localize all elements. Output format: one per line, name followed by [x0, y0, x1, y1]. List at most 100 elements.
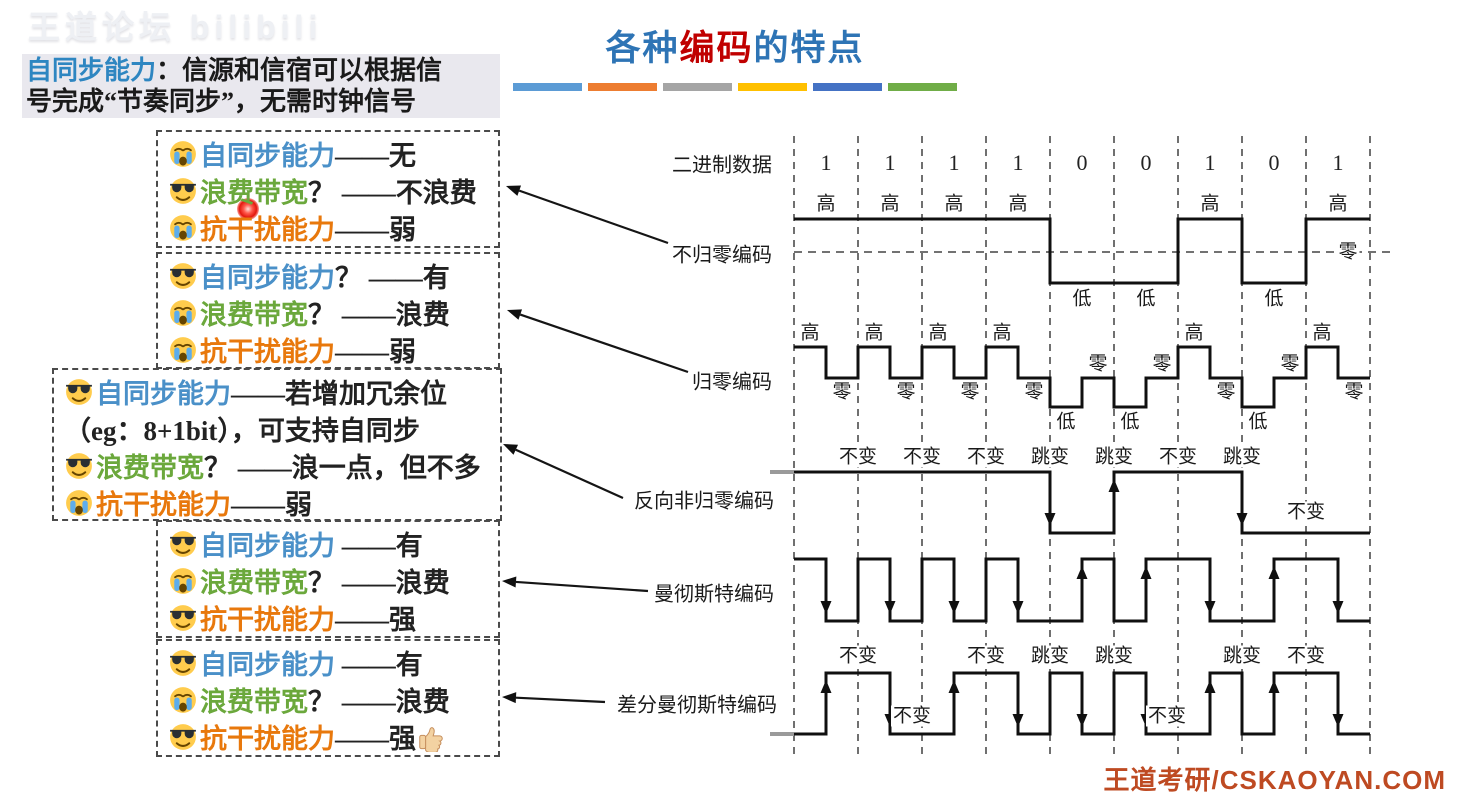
- accent-bar: [888, 83, 957, 91]
- cry-emoji-icon: [64, 488, 94, 518]
- connector-arrowhead-icon: [502, 692, 517, 704]
- accent-bar: [513, 83, 582, 91]
- note-text: ——强: [335, 724, 416, 754]
- note-text: 浪费带宽: [200, 300, 308, 330]
- definition-term: 自同步能力: [26, 56, 157, 85]
- note-line: 抗干扰能力——弱: [168, 209, 498, 246]
- note-text: ——有: [335, 531, 423, 561]
- note-text: （eg：8+1bit），可支持自同步: [64, 416, 420, 446]
- note-line: 浪费带宽？ ——浪费: [168, 681, 498, 718]
- connector-arrowhead-icon: [502, 576, 517, 588]
- note-text: 浪费带宽: [96, 453, 204, 483]
- down-transition-arrow-icon: [1012, 601, 1024, 614]
- cool-emoji-icon: [64, 377, 94, 407]
- cool-emoji-icon: [168, 529, 198, 559]
- title-part3: 的特点: [753, 29, 865, 68]
- note-text: ——强: [335, 605, 416, 635]
- note-line: 抗干扰能力——强: [168, 599, 498, 636]
- note-text: 抗干扰能力: [96, 490, 231, 520]
- down-transition-arrow-icon: [1236, 513, 1248, 526]
- note-line: 自同步能力——无: [168, 135, 498, 172]
- cry-emoji-icon: [168, 566, 198, 596]
- connector-arrow: [519, 313, 689, 374]
- cry-emoji-icon: [168, 139, 198, 169]
- note-text: 抗干扰能力: [200, 605, 335, 635]
- down-transition-arrow-icon: [1332, 601, 1344, 614]
- title-part2: 编码: [679, 29, 754, 68]
- definition-text: ：信源和信宿可以根据信: [156, 56, 443, 85]
- down-transition-arrow-icon: [1044, 513, 1056, 526]
- up-transition-arrow-icon: [1140, 566, 1152, 579]
- note-line: 抗干扰能力——强: [168, 718, 498, 755]
- note-text: 自同步能力: [200, 141, 335, 171]
- note-text: ——无: [335, 141, 416, 171]
- note-text: ？ ——有: [335, 263, 450, 293]
- page-title: 各种编码的特点: [560, 20, 910, 71]
- note-line: 浪费带宽？ ——浪费: [168, 562, 498, 599]
- cool-emoji-icon: [168, 603, 198, 633]
- connector-arrowhead-icon: [506, 185, 522, 196]
- connector-arrow: [515, 580, 649, 593]
- note-text: 抗干扰能力: [200, 337, 335, 367]
- note-line: （eg：8+1bit），可支持自同步: [64, 410, 500, 447]
- note-text: ——弱: [335, 215, 416, 245]
- accent-bars: [513, 83, 957, 91]
- note-text: 自同步能力: [200, 263, 335, 293]
- definition-text-line2: 号完成“节奏同步”，无需时钟信号: [26, 87, 417, 116]
- note-line: 自同步能力——若增加冗余位: [64, 373, 500, 410]
- connector-arrow: [515, 448, 624, 500]
- cry-emoji-icon: [168, 213, 198, 243]
- down-transition-arrow-icon: [884, 601, 896, 614]
- waveform-rz: [794, 345, 1370, 409]
- note-text: ——弱: [231, 490, 312, 520]
- brand-logo: 王道考研/CSKAOYAN.COM: [1103, 765, 1446, 795]
- note-text: 浪费带宽: [200, 568, 308, 598]
- down-transition-arrow-icon: [820, 601, 832, 614]
- note-text: ——弱: [335, 337, 416, 367]
- cry-emoji-icon: [168, 335, 198, 365]
- note-box-4: 自同步能力 ——有浪费带宽？ ——浪费抗干扰能力——强: [156, 520, 500, 638]
- note-text: ？ ——浪费: [308, 568, 450, 598]
- note-line: 浪费带宽？ ——不浪费: [168, 172, 498, 209]
- down-transition-arrow-icon: [1012, 714, 1024, 727]
- note-text: 浪费带宽: [200, 178, 308, 208]
- title-part1: 各种: [605, 29, 680, 68]
- up-transition-arrow-icon: [1268, 566, 1280, 579]
- note-box-5: 自同步能力 ——有浪费带宽？ ——浪费抗干扰能力——强: [156, 639, 500, 757]
- waveform-manchester: [794, 557, 1370, 623]
- down-transition-arrow-icon: [884, 714, 896, 727]
- definition-note: 自同步能力：信源和信宿可以根据信号完成“节奏同步”，无需时钟信号: [22, 54, 500, 118]
- waveform-nrzi: [794, 470, 1370, 535]
- laser-pointer-dot: [237, 198, 259, 220]
- cool-emoji-icon: [168, 261, 198, 291]
- note-line: 浪费带宽？ ——浪费: [168, 294, 498, 331]
- cry-emoji-icon: [168, 298, 198, 328]
- note-line: 自同步能力 ——有: [168, 644, 498, 681]
- note-text: ？ ——不浪费: [308, 178, 477, 208]
- note-line: 自同步能力 ——有: [168, 525, 498, 562]
- note-text: ——若增加冗余位: [231, 379, 447, 409]
- connector-arrow: [515, 696, 606, 704]
- note-text: 抗干扰能力: [200, 215, 335, 245]
- cry-emoji-icon: [168, 685, 198, 715]
- waveform-nrz: [794, 217, 1370, 285]
- waveform-diff_manchester: [794, 671, 1370, 736]
- note-text: ？ ——浪费: [308, 300, 450, 330]
- note-text: ？ ——浪一点，但不多: [204, 453, 481, 483]
- note-text: 自同步能力: [96, 379, 231, 409]
- connector-arrowhead-icon: [503, 444, 519, 455]
- note-text: ——有: [335, 650, 423, 680]
- note-line: 自同步能力？ ——有: [168, 257, 498, 294]
- thumb-emoji-icon: [416, 722, 446, 752]
- up-transition-arrow-icon: [948, 680, 960, 693]
- cool-emoji-icon: [168, 722, 198, 752]
- note-text: 抗干扰能力: [200, 724, 335, 754]
- note-text: 自同步能力: [200, 650, 335, 680]
- up-transition-arrow-icon: [1076, 566, 1088, 579]
- note-line: 浪费带宽？ ——浪一点，但不多: [64, 447, 500, 484]
- down-transition-arrow-icon: [1332, 714, 1344, 727]
- accent-bar: [588, 83, 657, 91]
- note-box-3: 自同步能力——若增加冗余位（eg：8+1bit），可支持自同步浪费带宽？ ——浪…: [52, 368, 502, 521]
- accent-bar: [663, 83, 732, 91]
